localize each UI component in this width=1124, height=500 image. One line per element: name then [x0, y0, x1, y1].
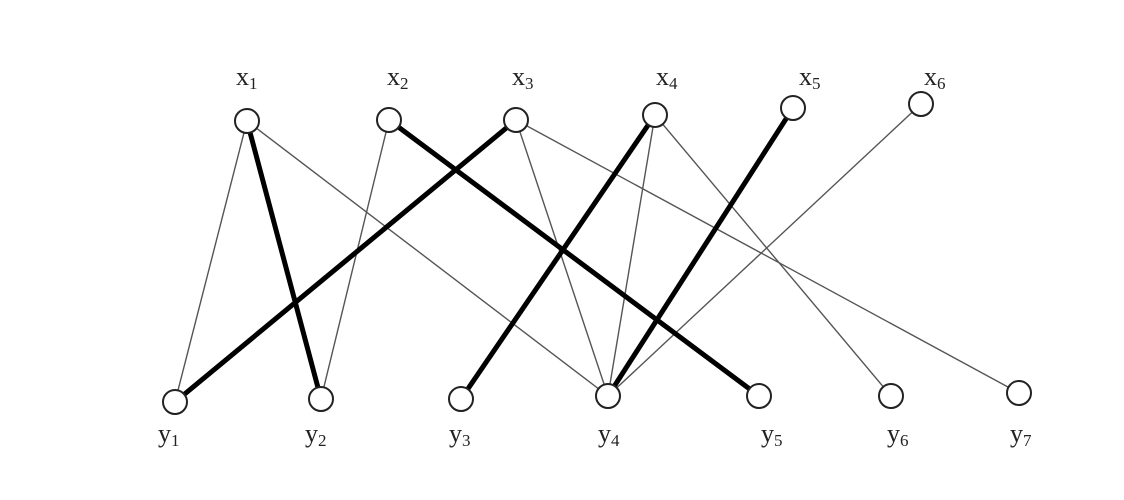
edge-x6-y4 — [607, 103, 922, 397]
edges-layer — [172, 103, 1020, 405]
edge-x2-y5-matched — [386, 117, 762, 399]
node-x3 — [503, 107, 529, 133]
edge-x4-y3-matched — [458, 112, 658, 402]
node-x5 — [780, 95, 806, 121]
node-x4 — [642, 102, 668, 128]
label-x3: x3 — [512, 62, 534, 93]
node-y4 — [595, 383, 621, 409]
label-y7: y7 — [1010, 419, 1032, 450]
node-y6 — [878, 383, 904, 409]
labels-layer: x1 x2 x3 x4 x5 x6 y1 y2 y3 y4 y5 y6 y7 — [158, 62, 1032, 450]
node-y5 — [746, 383, 772, 409]
label-y6: y6 — [887, 419, 909, 450]
label-x4: x4 — [656, 62, 678, 93]
nodes-layer — [162, 91, 1032, 415]
label-y4: y4 — [598, 419, 620, 450]
node-x2 — [376, 107, 402, 133]
label-x2: x2 — [387, 62, 409, 93]
edge-x3-y7 — [515, 119, 1020, 394]
node-y2 — [308, 386, 334, 412]
label-y3: y3 — [449, 419, 471, 450]
edge-x3-y1-matched — [172, 117, 519, 405]
edge-x1-y1 — [174, 120, 248, 403]
edge-x1-y2-matched — [244, 118, 324, 402]
label-y1: y1 — [158, 419, 180, 450]
label-x6: x6 — [924, 62, 946, 93]
label-y5: y5 — [761, 419, 783, 450]
edge-x2-y2 — [320, 119, 390, 400]
node-x1 — [234, 108, 260, 134]
node-y7 — [1006, 380, 1032, 406]
edge-x5-y4-matched — [605, 105, 796, 399]
edge-x1-y4 — [246, 120, 609, 397]
label-x5: x5 — [799, 62, 821, 93]
label-y2: y2 — [305, 419, 327, 450]
node-y1 — [162, 389, 188, 415]
edge-x4-y4 — [607, 114, 656, 397]
node-x6 — [908, 91, 934, 117]
edge-x3-y4 — [515, 119, 609, 397]
edge-x4-y6 — [654, 114, 892, 397]
label-x1: x1 — [236, 62, 258, 93]
node-y3 — [448, 386, 474, 412]
